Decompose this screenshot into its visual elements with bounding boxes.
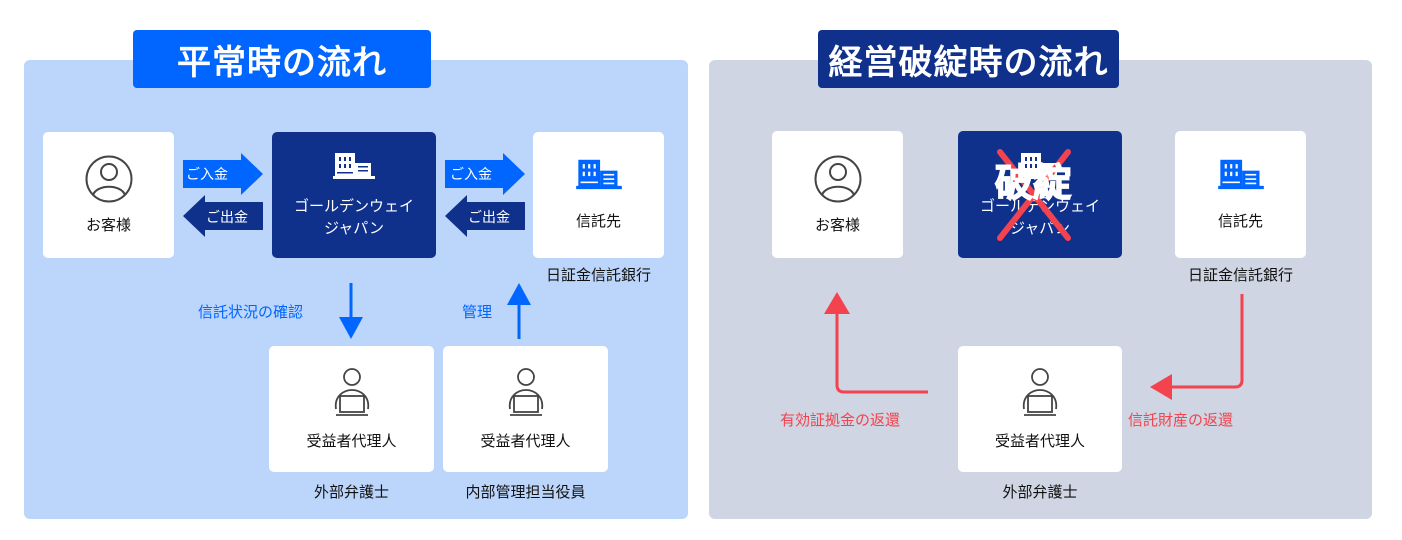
manage-label: 管理 — [462, 303, 493, 321]
bankrupt-trustee-label: 信託先 — [1217, 211, 1263, 230]
return-margin-arrow — [820, 290, 932, 396]
company-label: ゴールデンウェイ ジャパン — [294, 195, 414, 239]
company-name-line2: ジャパン — [323, 219, 384, 237]
bankrupt-agent-role: 外部弁護士 — [1002, 483, 1078, 501]
agent-external-label: 受益者代理人 — [306, 432, 397, 450]
bankrupt-trustee-box: 信託先 — [1175, 131, 1306, 258]
trustee-bank-name: 日証金信託銀行 — [545, 266, 651, 284]
bankrupt-customer-label: お客様 — [814, 215, 860, 234]
withdraw-arrow-1 — [183, 195, 263, 237]
deposit-label-1: ご入金 — [186, 167, 228, 183]
agent-internal-role: 内部管理担当役員 — [465, 483, 586, 501]
confirm-down-arrow — [336, 281, 366, 341]
bankrupt-company-box: ゴールデンウェイ ジャパン — [958, 131, 1122, 258]
manage-up-arrow — [504, 281, 534, 341]
person-laptop-icon — [330, 366, 374, 418]
confirm-label: 信託状況の確認 — [198, 303, 304, 321]
deposit-arrow-2 — [445, 153, 525, 195]
return-trust-label: 信託財産の返還 — [1128, 411, 1234, 429]
agent-internal-label: 受益者代理人 — [480, 432, 571, 450]
agent-internal-box: 受益者代理人 — [443, 346, 608, 472]
deposit-label-2: ご入金 — [450, 167, 492, 183]
customer-label: お客様 — [85, 216, 131, 234]
return-margin-label: 有効証拠金の返還 — [780, 411, 901, 429]
company-box: ゴールデンウェイ ジャパン — [272, 132, 436, 258]
building-icon — [574, 158, 624, 192]
return-trust-arrow — [1150, 292, 1250, 402]
cross-mark-icon — [988, 146, 1078, 244]
building-icon — [1216, 158, 1266, 192]
company-name-line1: ゴールデンウェイ — [293, 197, 414, 215]
user-circle-icon — [84, 154, 134, 204]
bankrupt-customer-box: お客様 — [772, 131, 903, 258]
withdraw-label-1: ご出金 — [206, 210, 248, 226]
deposit-arrow-1 — [183, 153, 263, 195]
bankruptcy-stamp: 破綻 — [994, 160, 1072, 206]
person-laptop-icon — [1018, 366, 1062, 418]
bankrupt-flow-title: 経営破綻時の流れ — [818, 30, 1119, 88]
user-circle-icon — [813, 154, 863, 204]
bankrupt-agent-box: 受益者代理人 — [958, 346, 1122, 472]
agent-external-box: 受益者代理人 — [269, 346, 434, 472]
agent-external-role: 外部弁護士 — [313, 483, 389, 501]
trustee-box: 信託先 — [533, 132, 664, 258]
building-icon — [331, 151, 377, 181]
withdraw-label-2: ご出金 — [468, 210, 510, 226]
normal-flow-title: 平常時の流れ — [133, 30, 431, 88]
customer-box: お客様 — [43, 132, 174, 258]
bankrupt-agent-label: 受益者代理人 — [994, 432, 1085, 450]
withdraw-arrow-2 — [445, 195, 525, 237]
bankrupt-trustee-bank-name: 日証金信託銀行 — [1187, 266, 1293, 284]
person-laptop-icon — [504, 366, 548, 418]
trustee-label: 信託先 — [575, 212, 621, 230]
